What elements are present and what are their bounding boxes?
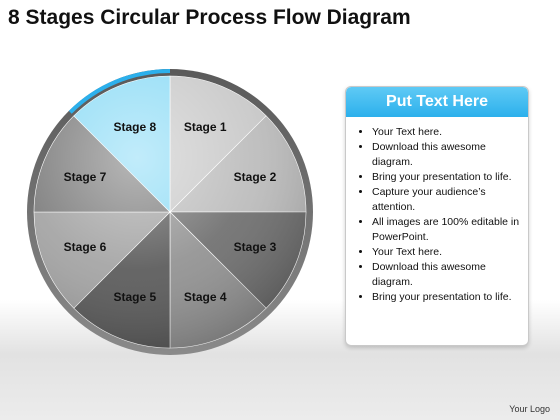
panel-bullet-item: Bring your presentation to life. bbox=[372, 290, 522, 305]
text-panel: Put Text Here Your Text here.Download th… bbox=[345, 86, 529, 346]
stage-8-label: Stage 8 bbox=[113, 120, 156, 134]
stage-3-label: Stage 3 bbox=[234, 240, 277, 254]
glossy-overlay bbox=[34, 76, 306, 348]
logo-placeholder: Your Logo bbox=[509, 404, 550, 414]
stage-4-label: Stage 4 bbox=[184, 290, 227, 304]
outer-ring-highlight bbox=[68, 69, 171, 114]
panel-bullet-item: Your Text here. bbox=[372, 245, 522, 260]
panel-bullet-list: Your Text here.Download this awesome dia… bbox=[346, 125, 528, 305]
stage-6-label: Stage 6 bbox=[64, 240, 107, 254]
panel-bullet-item: Your Text here. bbox=[372, 125, 522, 140]
stage-1-label: Stage 1 bbox=[184, 120, 227, 134]
page-title: 8 Stages Circular Process Flow Diagram bbox=[8, 6, 411, 29]
panel-bullet-item: Download this awesome diagram. bbox=[372, 140, 522, 170]
panel-bullet-item: Download this awesome diagram. bbox=[372, 260, 522, 290]
stage-5-label: Stage 5 bbox=[113, 290, 156, 304]
stage-2-label: Stage 2 bbox=[234, 170, 277, 184]
panel-bullet-item: Capture your audience’s attention. bbox=[372, 185, 522, 215]
panel-header: Put Text Here bbox=[346, 87, 528, 117]
panel-bullet-item: Bring your presentation to life. bbox=[372, 170, 522, 185]
circular-process-diagram: Stage 1 Stage 2 Stage 3 Stage 4 Stage 5 Stage… bbox=[27, 69, 313, 355]
stage-7-label: Stage 7 bbox=[64, 170, 107, 184]
panel-bullet-item: All images are 100% editable in PowerPoi… bbox=[372, 215, 522, 245]
stage-labels: Stage 1 Stage 2 Stage 3 Stage 4 Stage 5 Stage… bbox=[64, 120, 277, 304]
